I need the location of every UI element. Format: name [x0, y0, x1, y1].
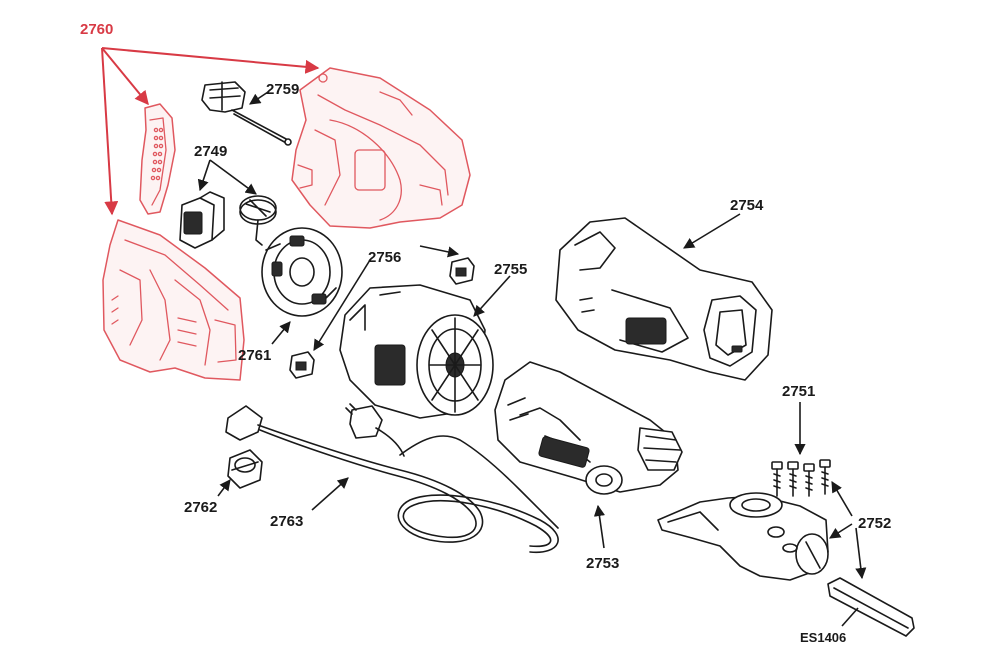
callout-2751: 2751 [782, 383, 815, 400]
trigger-switch-part [201, 81, 292, 146]
drive-assembly [494, 361, 683, 495]
leader-2760-to-housing-left [101, 47, 119, 216]
callout-2760: 2760 [80, 21, 113, 38]
callout-2756: 2756 [368, 249, 401, 266]
leader-2761 [271, 321, 291, 345]
callout-2755: 2755 [494, 261, 527, 278]
leader-2753 [593, 504, 605, 549]
callout-es1406: ES1406 [800, 630, 846, 645]
callout-2761: 2761 [238, 347, 271, 364]
blade-clamp-assembly [657, 492, 829, 581]
carbon-brush-top [449, 257, 475, 285]
leader-es1406 [841, 607, 859, 627]
leader-2752-b [829, 523, 853, 539]
speed-dial [239, 195, 277, 246]
leader-2756-b [313, 259, 371, 351]
callout-2763: 2763 [270, 513, 303, 530]
leader-2749-b [209, 159, 257, 195]
motor-field-assembly [339, 284, 494, 419]
leader-2760-to-housing-right [101, 47, 320, 74]
carbon-brush-bottom [289, 351, 315, 379]
screw-set [771, 459, 831, 497]
callout-2762: 2762 [184, 499, 217, 516]
speed-control-module [179, 191, 225, 249]
callout-2752: 2752 [858, 515, 891, 532]
power-cord [225, 403, 559, 554]
leader-2760-to-grip [101, 47, 149, 106]
housing-half-right [291, 67, 471, 229]
leader-2759 [249, 91, 269, 105]
brush-holder-ring [261, 227, 343, 317]
leader-2762 [217, 479, 231, 497]
callout-2753: 2753 [586, 555, 619, 572]
callout-2759: 2759 [266, 81, 299, 98]
gear-housing [555, 217, 773, 381]
blade-part [827, 577, 915, 637]
callout-2754: 2754 [730, 197, 764, 214]
callout-2749: 2749 [194, 143, 227, 160]
grip-panel [139, 103, 176, 215]
leader-2755 [473, 275, 511, 317]
leader-2754 [683, 213, 741, 249]
housing-half-left [102, 219, 245, 381]
leader-2763 [311, 477, 349, 511]
cord-strain-relief [227, 449, 263, 489]
leader-2752-a [831, 481, 853, 517]
leader-2749-a [197, 159, 211, 192]
leader-2752-c [855, 527, 867, 580]
leader-2756-a [419, 245, 460, 258]
